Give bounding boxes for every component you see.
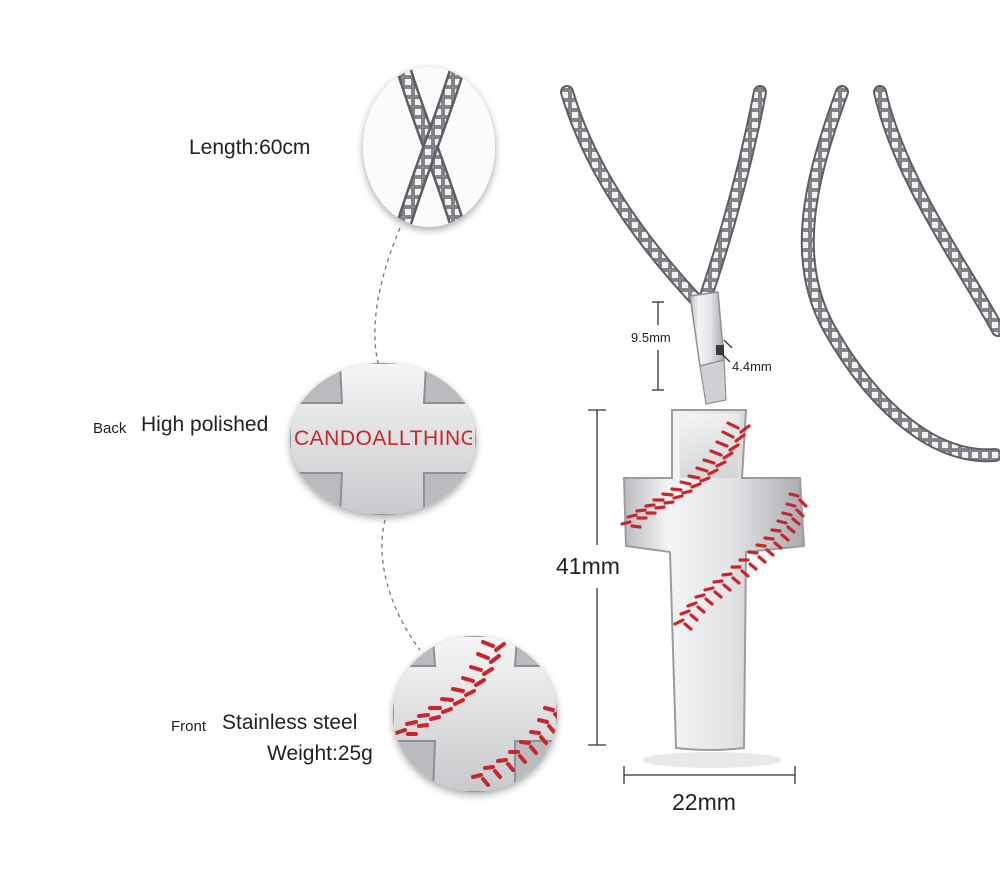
pendant-bail — [689, 291, 727, 405]
front-material-label: Stainless steel — [222, 711, 358, 734]
height-dimension: 41mm — [556, 553, 620, 579]
back-tag: Back — [93, 420, 127, 437]
baseball-stitches — [620, 421, 808, 631]
length-label: Length:60cm — [189, 136, 311, 159]
chain-closeup-image — [363, 67, 495, 227]
back-engraving-text: CANDOALLTHING — [294, 427, 472, 450]
cross-pendant — [620, 409, 808, 768]
width-dimension: 22mm — [672, 789, 736, 815]
front-detail-circle — [393, 636, 557, 792]
dimension-lines — [588, 301, 796, 784]
bail-height-dimension: 9.5mm — [631, 330, 671, 345]
weight-label: Weight:25g — [267, 742, 373, 765]
back-detail-circle — [290, 363, 476, 515]
front-tag: Front — [171, 718, 207, 735]
chain — [560, 85, 1000, 463]
bail-width-dimension: 4.4mm — [732, 359, 772, 374]
front-closeup-image — [393, 636, 557, 792]
back-closeup-image — [290, 363, 476, 515]
back-finish-label: High polished — [141, 413, 269, 436]
chain-detail-circle — [363, 67, 495, 227]
